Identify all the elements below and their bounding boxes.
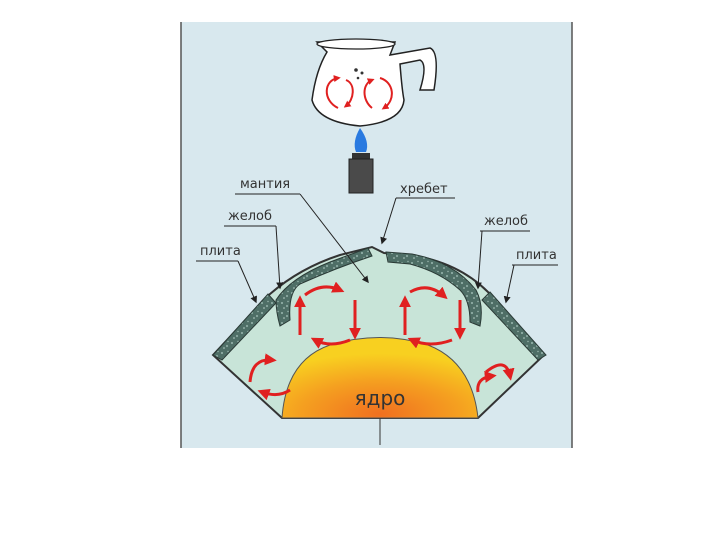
trench-right-label: желоб xyxy=(484,214,528,229)
mantle-label: мантия xyxy=(240,177,290,192)
trench-left-label: желоб xyxy=(228,209,272,224)
ridge-label: хребет xyxy=(400,182,448,197)
plate-right-label: плита xyxy=(516,248,557,263)
core-label: ядро xyxy=(355,386,406,410)
plate-left-label: плита xyxy=(200,244,241,259)
